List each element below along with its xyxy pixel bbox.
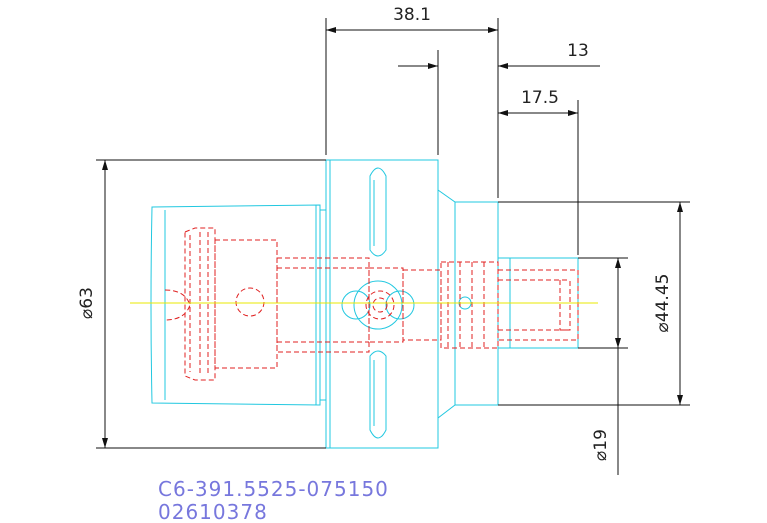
part-number: C6-391.5525-075150 bbox=[158, 477, 389, 501]
dim-13-label: 13 bbox=[567, 41, 589, 61]
dim-63-label: ⌀63 bbox=[77, 287, 97, 319]
dim-17-5-label: 17.5 bbox=[521, 88, 559, 108]
dim-38-1-label: 38.1 bbox=[393, 5, 431, 25]
part-code: 02610378 bbox=[158, 500, 268, 523]
dim-44-45-label: ⌀44.45 bbox=[653, 274, 673, 333]
dim-19-label: ⌀19 bbox=[591, 429, 611, 461]
dimension-lines bbox=[96, 18, 690, 475]
hidden-lines bbox=[164, 227, 579, 381]
